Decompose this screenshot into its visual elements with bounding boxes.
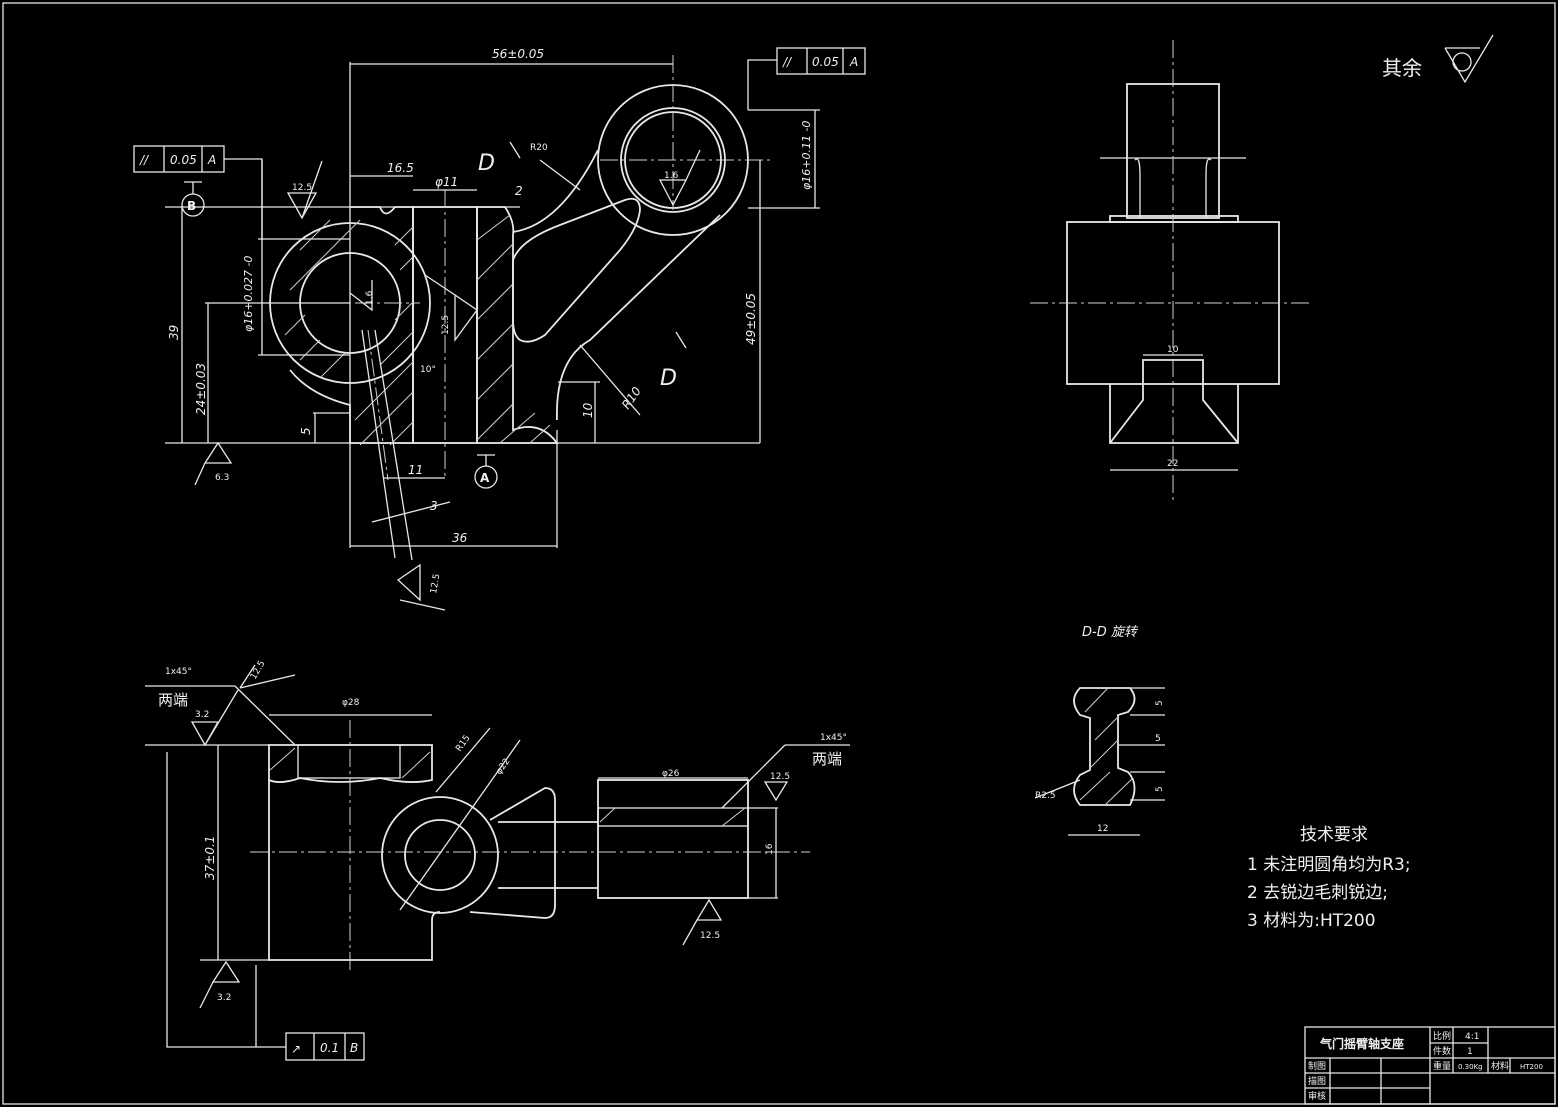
roughness-top: 12.5	[292, 183, 312, 193]
tolerance-frame-left: // 0.05 A	[133, 145, 263, 240]
svg-text:↗: ↗	[291, 1042, 301, 1056]
bottom-view: φ28 R15 φ22 φ26 16 37±0.1 1x45° 两端 12.5 …	[145, 659, 850, 1061]
dim-phi11: φ11	[435, 175, 458, 189]
dim-5: 5	[299, 427, 313, 435]
svg-text:制图: 制图	[1308, 1060, 1326, 1072]
roughness-right-top: 12.5	[770, 772, 790, 782]
both-ends-left: 两端	[158, 691, 188, 709]
datum-b-label: B	[187, 199, 196, 213]
roughness-hole-right: 1.6	[664, 171, 679, 181]
material-value: HT200	[1520, 1063, 1543, 1071]
svg-text:B: B	[350, 1041, 358, 1055]
section-dim-12: 12	[1097, 824, 1108, 834]
section-marker-d-top: D	[478, 151, 495, 176]
svg-text:0.05: 0.05	[170, 153, 197, 167]
roughness-slot: 12.5	[429, 573, 442, 594]
section-dim-5c: 5	[1155, 786, 1165, 792]
svg-text:比例: 比例	[1433, 1030, 1451, 1042]
dim-phi16-right: φ16+0.11 -0	[800, 121, 813, 190]
datum-a-label: A	[480, 471, 490, 485]
technical-requirements: 技术要求 1 未注明圆角均为R3; 2 去锐边毛刺锐边; 3 材料为:HT200	[1247, 825, 1411, 931]
chamfer-left: 1x45°	[165, 667, 192, 677]
dim-3: 3	[430, 499, 438, 513]
roughness-hole-left: 1.6	[365, 290, 375, 305]
dim-phi28: φ28	[342, 698, 360, 708]
dim-phi16-left: φ16+0.027 -0	[242, 256, 255, 332]
dim-39: 39	[167, 325, 181, 340]
tolerance-frame-runout: ↗ 0.1 B	[285, 1032, 365, 1061]
side-view: 10 22	[1030, 40, 1312, 500]
dim-36: 36	[452, 531, 468, 545]
main-view: D D 56±0.05 16.5 φ11 2 R20 φ16+0.11 -0 4…	[133, 47, 866, 611]
roughness-bottom: 6.3	[215, 473, 229, 483]
roughness-bore: 12.5	[441, 315, 451, 335]
svg-text://: //	[782, 55, 793, 69]
dim-24: 24±0.03	[194, 363, 208, 415]
section-label: D-D 旋转	[1082, 625, 1139, 640]
svg-text:重量: 重量	[1433, 1060, 1451, 1072]
note-2: 2 去锐边毛刺锐边;	[1247, 883, 1388, 903]
other-roughness-label: 其余	[1382, 56, 1422, 80]
note-3: 3 材料为:HT200	[1247, 911, 1376, 931]
note-1: 1 未注明圆角均为R3;	[1247, 855, 1411, 875]
dim-phi22: φ22	[494, 757, 512, 777]
svg-text:A: A	[207, 153, 216, 167]
roughness-circle-icon	[1452, 52, 1472, 72]
svg-text:0.1: 0.1	[320, 1041, 339, 1055]
dim-16-5: 16.5	[387, 161, 414, 175]
svg-text:0.05: 0.05	[812, 55, 839, 69]
section-dim-5a: 5	[1155, 700, 1165, 706]
svg-text:材料: 材料	[1491, 1060, 1509, 1072]
section-dim-r25: R2.5	[1035, 791, 1056, 801]
dim-r10: R10	[619, 384, 644, 412]
roughness-left-top: 12.5	[249, 659, 268, 681]
roughness-symbol-other	[1444, 34, 1494, 84]
dim-2: 2	[515, 184, 523, 198]
notes-title: 技术要求	[1300, 825, 1368, 845]
section-marker-d-bottom: D	[660, 366, 677, 391]
svg-text:件数: 件数	[1433, 1045, 1451, 1057]
dim-10: 10	[581, 402, 595, 418]
roughness-right-bottom: 12.5	[700, 931, 720, 941]
roughness-bottom-face: 3.2	[217, 993, 231, 1003]
section-dim-5b: 5	[1155, 734, 1161, 744]
dim-r20: R20	[530, 143, 548, 153]
svg-text://: //	[139, 153, 150, 167]
section-d-d: 5 5 5 R2.5 12	[1034, 687, 1165, 836]
dim-16: 16	[765, 843, 775, 855]
svg-text:描图: 描图	[1308, 1075, 1326, 1087]
chamfer-right: 1x45°	[820, 733, 847, 743]
dim-37: 37±0.1	[203, 836, 217, 880]
dim-49: 49±0.05	[744, 293, 758, 345]
scale-value: 4:1	[1465, 1032, 1479, 1042]
dim-r15: R15	[454, 733, 472, 753]
svg-text:审核: 审核	[1308, 1090, 1326, 1102]
roughness-left-face: 3.2	[195, 710, 209, 720]
dim-56: 56±0.05	[492, 47, 544, 61]
svg-text:A: A	[849, 55, 858, 69]
title-block: 气门摇臂轴支座 比例 4:1 件数 1 重量 0.30Kg 材料 HT200 制…	[1304, 1026, 1556, 1105]
qty-value: 1	[1467, 1047, 1473, 1057]
part-name: 气门摇臂轴支座	[1319, 1036, 1404, 1051]
weight-value: 0.30Kg	[1458, 1063, 1483, 1071]
dim-angle-10: 10°	[420, 365, 436, 375]
dim-11: 11	[408, 463, 423, 477]
side-dim-10: 10	[1167, 345, 1179, 355]
both-ends-right: 两端	[812, 750, 842, 768]
dim-phi26: φ26	[662, 769, 680, 779]
tolerance-frame-right: // 0.05 A	[747, 47, 866, 110]
side-dim-22: 22	[1167, 459, 1178, 469]
